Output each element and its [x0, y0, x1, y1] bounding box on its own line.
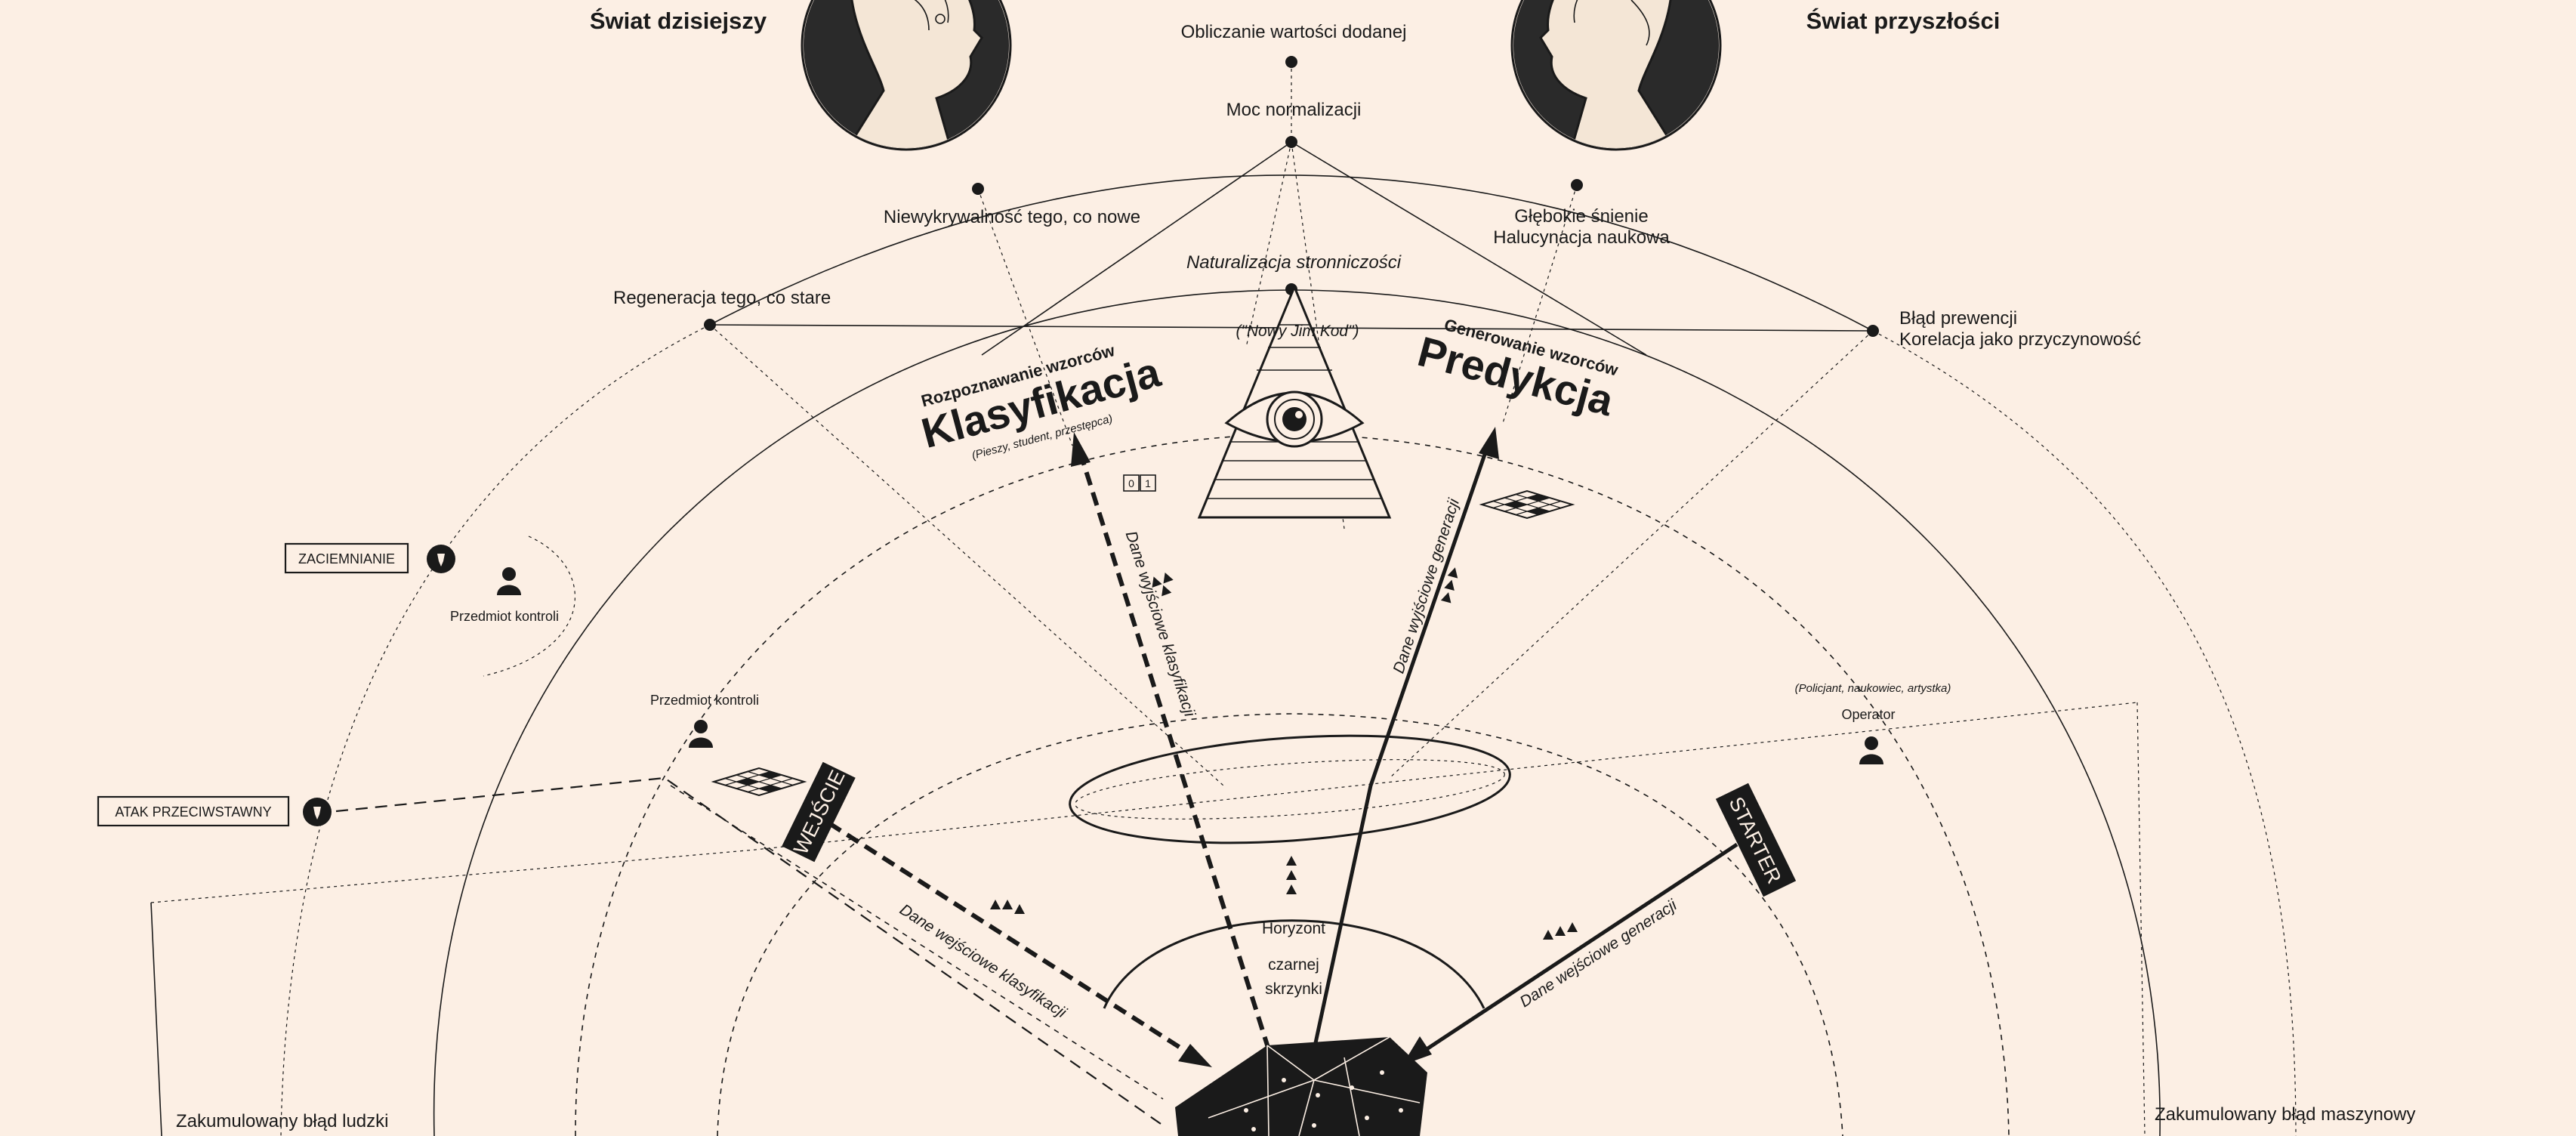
label-bias-naturalization: Naturalizacja stronniczości [1186, 252, 1402, 273]
black-box-horizon-arc [1103, 919, 1485, 1009]
portrait-right [1510, 0, 1722, 151]
label-prevention-error: Błąd prewencji [1899, 308, 2017, 329]
thin-input-dashed [670, 785, 1164, 1100]
right-vertical-dashed [2136, 702, 2146, 1136]
black-box-polyhedron-icon [1175, 1036, 1427, 1136]
binary-boxes: 0 1 [1123, 474, 1156, 492]
label-normalization: Moc normalizacji [1226, 100, 1362, 120]
adversarial-attack-label: ATAK PRZECIWSTAWNY [115, 804, 271, 820]
adversarial-path [335, 776, 1164, 1126]
binary-zero: 0 [1128, 477, 1134, 489]
binary-one: 1 [1145, 477, 1151, 489]
top-arc [709, 174, 1874, 332]
label-new-jim-code: ("Nowy Jim Kod") [1236, 323, 1359, 340]
generation-input-arrow [1418, 842, 1738, 1056]
classification-output-arrow [1078, 451, 1271, 1051]
label-subject-of-control-1: Przedmiot kontroli [450, 609, 559, 624]
diag-undetect [977, 188, 1073, 446]
lens-ellipse [1069, 734, 1511, 844]
chessboard-icon [1479, 489, 1575, 520]
person-icon [497, 567, 521, 595]
label-accumulated-human-error: Zakumulowany błąd ludzki [176, 1111, 388, 1131]
person-icon [1859, 736, 1883, 764]
innermost-dashed-circle [717, 713, 1843, 1136]
input-box: WEJŚCIE [782, 761, 856, 863]
label-generation-input: Dane wejściowe generacji [1516, 896, 1680, 1011]
portrait-left [801, 0, 1012, 151]
dot-regeneration [704, 319, 716, 331]
chessboard-icon [711, 767, 807, 797]
apex-fine-1 [1245, 141, 1292, 348]
dot-normalization [1285, 136, 1297, 148]
apex-line-right [1291, 141, 1647, 356]
label-operator: Operator [1841, 707, 1895, 722]
location-pin-icon [303, 798, 332, 826]
location-pin-icon [427, 545, 455, 573]
label-correlation: Korelacja jako przyczynowość [1899, 329, 2141, 350]
label-added-value: Obliczanie wartości dodanej [1181, 22, 1407, 42]
diag-prevent [1389, 330, 1874, 779]
header-world-future: Świat przyszłości [1806, 7, 2001, 34]
arrows [670, 427, 1738, 1100]
label-regeneration: Regeneracja tego, co stare [613, 288, 831, 308]
apex-line-left [981, 141, 1292, 356]
horizon-dashed-line [150, 702, 2138, 903]
classification-title: Rozpoznawanie wzorców Klasyfikacja (Pies… [917, 341, 1166, 462]
starter-box: STARTER [1715, 783, 1797, 897]
person-icon [689, 720, 713, 748]
label-horizon-3: skrzynki [1265, 980, 1322, 998]
header-world-today: Świat dzisiejszy [590, 7, 767, 34]
label-operator-examples: (Policjant, naukowiec, artystka) [1795, 682, 1951, 695]
eye-of-providence-icon [1197, 284, 1392, 519]
dot-undetectability [972, 183, 984, 195]
obfuscation-box: ZACIEMNIANIE [284, 542, 409, 574]
label-deep-dreaming: Głębokie śnienie [1514, 206, 1648, 227]
triangle-markers [990, 567, 1578, 940]
node-dots [704, 56, 1879, 337]
label-subject-of-control-2: Przedmiot kontroli [650, 693, 759, 708]
label-undetectability: Niewykrywalność tego, co nowe [884, 207, 1140, 227]
orbit-lines [150, 62, 2297, 1136]
obfuscation-label: ZACIEMNIANIE [298, 551, 395, 566]
label-scientific-hallucination: Halucynacja naukowa [1493, 227, 1670, 248]
outer-dashed-right [1872, 330, 2297, 1136]
dot-added-value [1285, 56, 1297, 68]
prediction-title: Generowanie wzorców Predykcja [1413, 315, 1621, 425]
dot-deep-dreaming [1571, 179, 1583, 191]
label-horizon-2: czarnej [1268, 956, 1319, 974]
obfuscation-arc [483, 536, 575, 677]
diag-deep [1502, 184, 1578, 424]
label-accumulated-machine-error: Zakumulowany błąd maszynowy [2155, 1104, 2415, 1125]
input-classification-arrow [828, 821, 1195, 1058]
outer-dashed-left [280, 324, 711, 1136]
prediction-output-arrow [1312, 445, 1490, 1051]
adversarial-attack-box: ATAK PRZECIWSTAWNY [97, 795, 290, 827]
label-horizon-1: Horyzont [1262, 920, 1325, 937]
dot-prevention [1867, 325, 1879, 337]
left-vertical-line [150, 902, 162, 1136]
